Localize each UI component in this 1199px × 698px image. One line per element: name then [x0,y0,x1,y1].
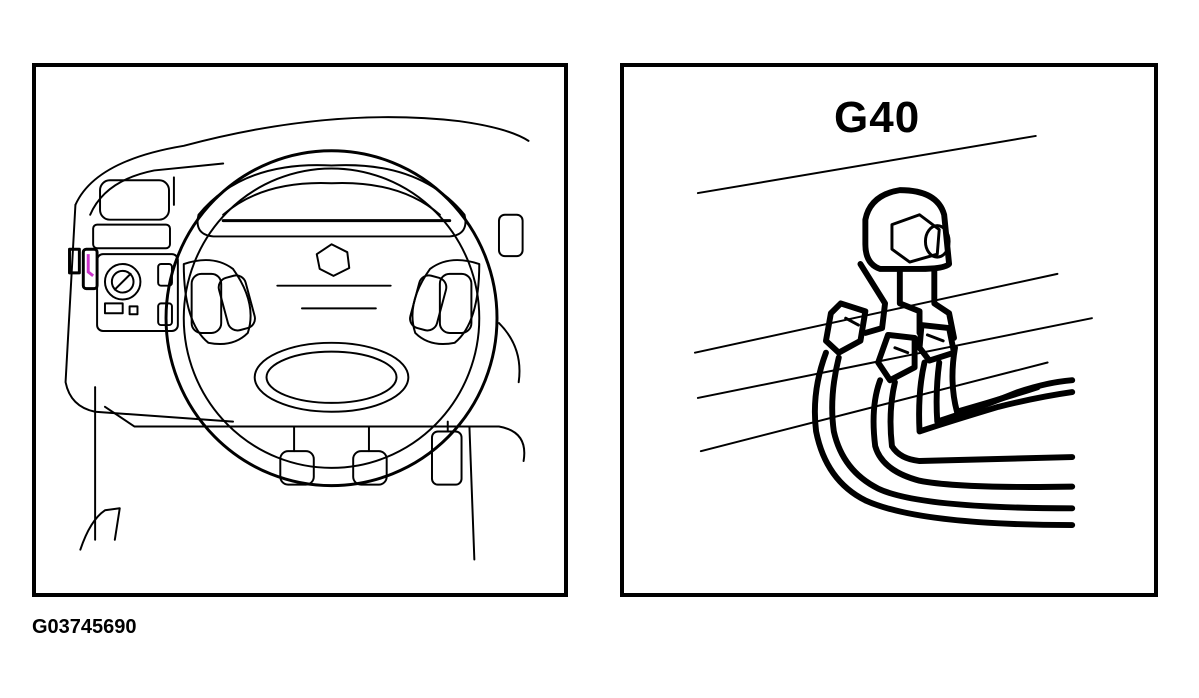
dashboard-illustration-panel [32,63,568,597]
steering-dashboard-icon [64,116,530,561]
ground-label: G40 [834,93,921,142]
figure-id-label: G03745690 [32,616,137,638]
ground-location-panel: G40 [620,63,1158,597]
ground-connection-icon [693,134,1093,528]
